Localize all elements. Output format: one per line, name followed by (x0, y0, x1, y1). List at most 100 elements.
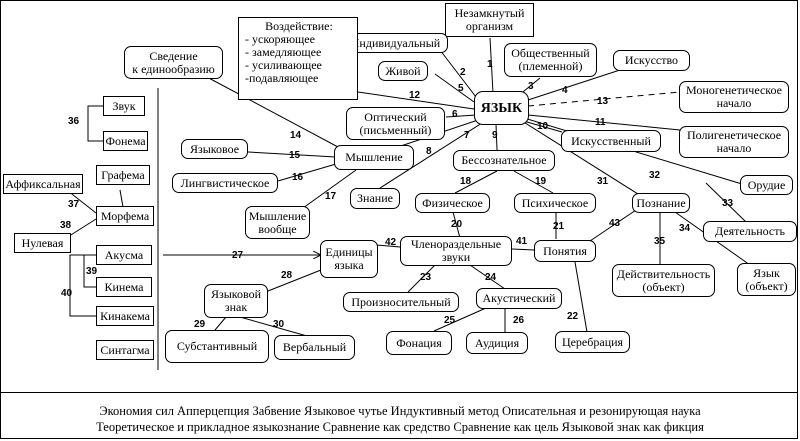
label: - замедляющее (245, 45, 322, 59)
edge-label-27: 27 (232, 250, 244, 261)
edge-label-15: 15 (289, 150, 301, 161)
edge-41 (511, 248, 535, 251)
node-edinitsy-yazyka[interactable]: Единицы языка (320, 240, 378, 278)
edge-23 (407, 264, 436, 293)
node-morfema[interactable]: Морфема (96, 206, 154, 226)
node-iskusstvo[interactable]: Искусство (613, 50, 690, 71)
node-yazyk[interactable]: ЯЗЫК (474, 91, 529, 125)
node-zhivoi[interactable]: Живой (378, 61, 428, 81)
node-nezamknutyi-organizm[interactable]: Незамкнутый организм (445, 3, 534, 37)
node-sintagma[interactable]: Синтагма (96, 340, 154, 360)
node-znanie[interactable]: Знание (350, 188, 400, 209)
label: Полигенетическое (686, 128, 782, 142)
edge-label-19: 19 (535, 176, 547, 187)
node-myshlenie[interactable]: Мышление (334, 145, 414, 170)
label: вообще (258, 221, 297, 236)
node-ponyatiya[interactable]: Понятия (534, 240, 596, 262)
edge-5 (434, 73, 475, 103)
edge-18 (454, 170, 498, 194)
edge-28 (267, 267, 327, 292)
node-orudie[interactable]: Орудие (740, 175, 793, 195)
node-yazykovoi-znak[interactable]: Языковой знак (204, 284, 268, 318)
edge-label-4: 4 (562, 85, 568, 96)
label: - ускоряющее (245, 32, 315, 46)
label: Мышление (248, 208, 307, 223)
edge-label-17: 17 (325, 191, 337, 202)
label: Оптический (364, 109, 427, 124)
edge-label-3: 3 (528, 81, 534, 92)
node-akusticheskii[interactable]: Акустический (476, 288, 562, 309)
edge-10 (519, 119, 563, 133)
edge-36 (87, 105, 103, 142)
node-fonema[interactable]: Фонема (103, 131, 148, 151)
edge-13 (527, 91, 681, 107)
node-iskusstvennyi[interactable]: Искусственный (561, 130, 661, 152)
node-poligeneticheskoe[interactable]: Полигенетическое начало (679, 126, 789, 158)
label: языка (334, 258, 364, 272)
node-proiznositelnyi[interactable]: Произносительный (343, 292, 459, 312)
edge-14 (204, 75, 339, 148)
edge-label-28: 28 (281, 270, 293, 281)
node-deyatelnost[interactable]: Деятельность (703, 221, 797, 242)
node-fizicheskoe[interactable]: Физическое (415, 193, 490, 213)
node-myshlenie-voobshche[interactable]: Мышление вообще (245, 206, 310, 239)
node-affiksalnaya[interactable]: Аффиксальная (3, 174, 83, 194)
edge-label-13: 13 (597, 96, 609, 107)
node-yazykovoe[interactable]: Языковое (181, 139, 248, 159)
node-auditsiya[interactable]: Аудиция (466, 332, 528, 354)
node-chlenorazdelnye-zvuki[interactable]: Членораздельные звуки (400, 236, 512, 266)
label: Членораздельные (410, 237, 502, 251)
node-kinema[interactable]: Кинема (96, 277, 152, 297)
label: начало (716, 96, 752, 110)
edge-label-33: 33 (722, 198, 734, 209)
edge-19 (513, 170, 554, 194)
label: Моногенетическое (686, 83, 782, 97)
node-grafema[interactable]: Графема (96, 165, 150, 185)
edge-label-30: 30 (273, 319, 285, 330)
edge-label-5: 5 (458, 83, 464, 94)
edge-label-21: 21 (553, 221, 565, 232)
node-zvuk[interactable]: Звук (103, 96, 145, 116)
node-akusma[interactable]: Акусма (96, 245, 152, 265)
node-kinakema[interactable]: Кинакема (96, 306, 154, 326)
node-monogeneticheskoe[interactable]: Моногенетическое начало (679, 81, 789, 113)
edge-label-1: 1 (487, 59, 493, 70)
node-yazyk-obekt[interactable]: Язык (объект) (737, 263, 796, 296)
node-fonatsiya[interactable]: Фонация (386, 331, 452, 355)
edge-label-26: 26 (513, 315, 525, 326)
edge-label-16: 16 (292, 172, 304, 183)
node-psikhicheskoe[interactable]: Психическое (514, 193, 596, 213)
node-poznanie[interactable]: Познание (632, 193, 690, 213)
node-individualnyi[interactable]: Индивидуальный (343, 33, 448, 53)
edge-label-24: 24 (485, 272, 497, 283)
edge-9 (495, 123, 498, 151)
edge-17 (302, 169, 357, 209)
node-bessoznatelnoe[interactable]: Бессознательное (453, 150, 555, 171)
label: Незамкнутый (454, 6, 525, 20)
label: звуки (441, 250, 471, 264)
edge-label-31: 31 (597, 176, 609, 187)
edge-24 (469, 264, 506, 290)
edge-11 (527, 114, 681, 131)
node-substantivnyi[interactable]: Субстантивный (165, 330, 269, 363)
node-nulevaya[interactable]: Нулевая (14, 233, 71, 253)
node-deistvitelnost[interactable]: Действительность (объект) (612, 264, 715, 297)
node-tserebratsiya[interactable]: Церебрация (555, 331, 630, 353)
node-opticheskii[interactable]: Оптический (письменный) (346, 107, 445, 140)
node-svedenie[interactable]: Сведение к единообразию (124, 46, 223, 79)
node-vozdeistvie[interactable]: Воздействие: - ускоряющее - замедляющее … (238, 17, 358, 100)
label: организм (465, 19, 514, 33)
label: Единицы (325, 245, 373, 259)
edge-label-42: 42 (385, 237, 397, 248)
node-verbalnyi[interactable]: Вербальный (274, 335, 355, 360)
footer-divider (0, 392, 798, 393)
edge-40 (69, 254, 96, 317)
edge-43 (589, 209, 637, 242)
node-obshchestvennyi[interactable]: Общественный (племенной) (504, 43, 597, 77)
edge-2 (439, 49, 477, 98)
label: Действительность (616, 266, 711, 281)
edge-label-14: 14 (290, 130, 302, 141)
node-lingvisticheskoe[interactable]: Лингвистическое (172, 173, 278, 193)
edge-label-12: 12 (409, 90, 421, 101)
